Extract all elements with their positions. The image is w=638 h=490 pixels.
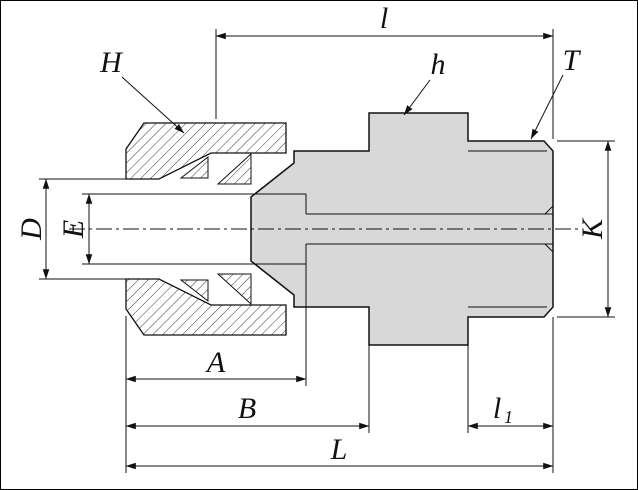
dim-label-thread: T: [563, 44, 582, 77]
nut-section-lower: [125, 278, 287, 336]
dim-label-body-hex: h: [431, 48, 446, 81]
leader-h: [403, 79, 431, 116]
bore-chamfer-bottom: [544, 243, 554, 253]
dim-label-overall-length: L: [330, 433, 348, 466]
back-ferrule-upper: [179, 155, 209, 179]
front-ferrule-lower: [216, 273, 252, 306]
dim-label-bore-diameter: E: [57, 220, 90, 239]
dim-label-wrench-height: K: [576, 217, 609, 240]
dim-label-length-b: B: [238, 392, 256, 425]
dim-label-nut-hex: H: [99, 46, 124, 79]
dim-label-top-length: l: [380, 2, 388, 35]
dim-label-hole-diameter: D: [15, 218, 48, 241]
bore-chamfer-top: [544, 205, 554, 215]
leader-T: [530, 74, 564, 140]
dim-label-length-a: A: [205, 346, 226, 379]
dim-label-thread-length: l: [493, 392, 501, 425]
front-ferrule-upper: [216, 152, 252, 185]
back-ferrule-lower: [179, 279, 209, 303]
dim-label-thread-length-subscript: 1: [504, 407, 513, 427]
dimension-lines: [39, 29, 615, 473]
nut-section-upper: [125, 122, 287, 180]
leader-H: [121, 76, 185, 134]
